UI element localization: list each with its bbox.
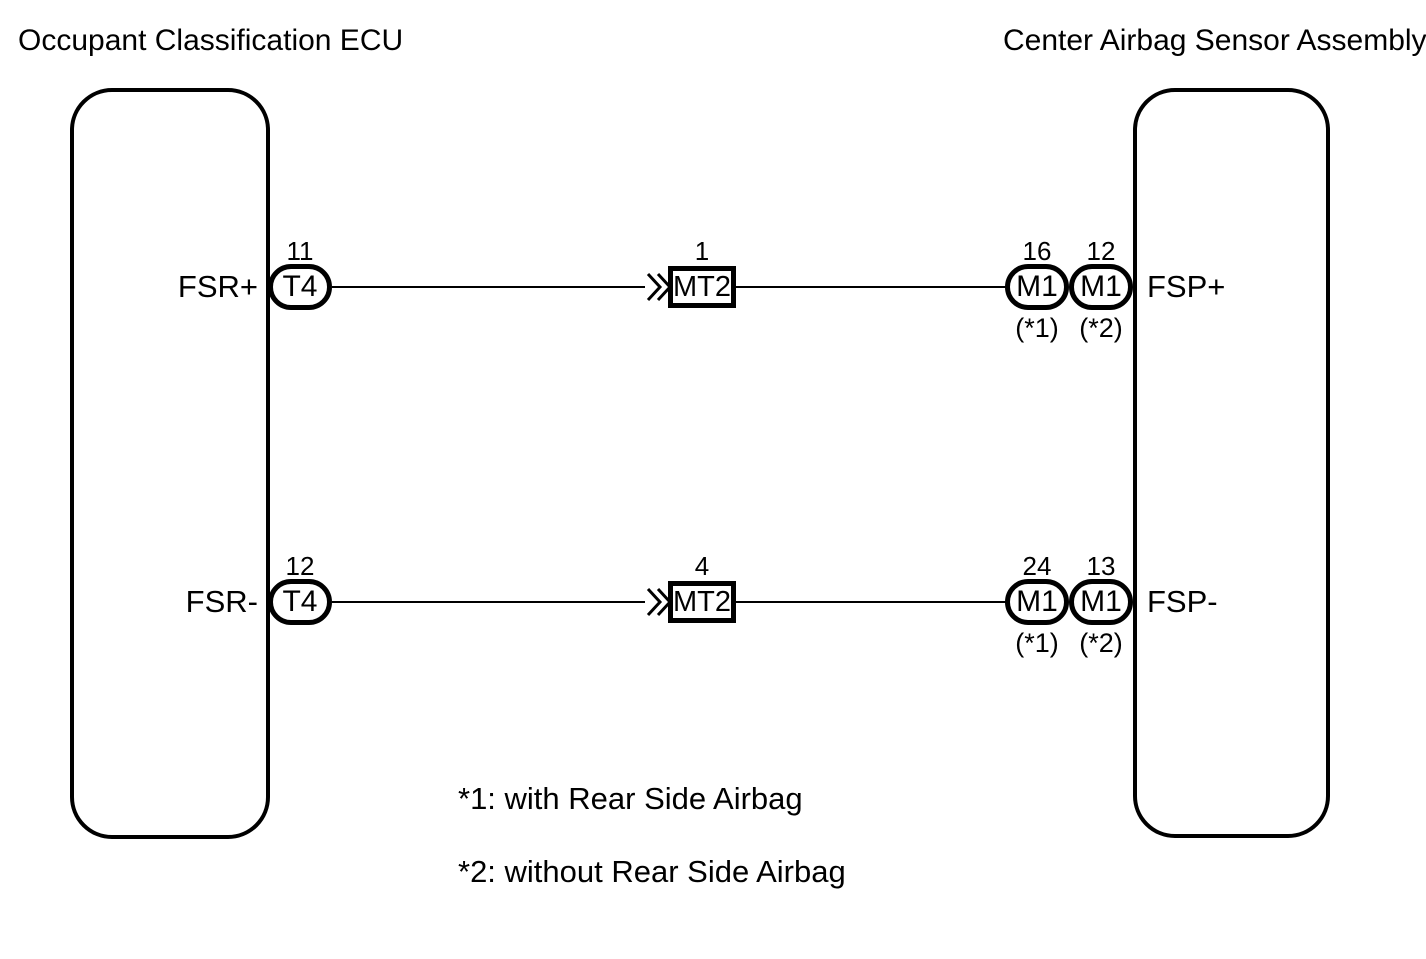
ecu-pin-label: FSR+ bbox=[177, 269, 258, 304]
ecu-pin-label: FSR- bbox=[185, 584, 258, 619]
connector-mt2: MT2 bbox=[668, 266, 736, 308]
wire-segment bbox=[736, 286, 1006, 288]
connector-mt2: MT2 bbox=[668, 581, 736, 623]
occupant-classification-ecu-box bbox=[70, 88, 270, 839]
connector-variant-note: (*2) bbox=[1079, 628, 1123, 658]
connector-m1-with-rear-side-airbag: M1 bbox=[1005, 264, 1069, 310]
connector-m1-with-rear-side-airbag: M1 bbox=[1005, 579, 1069, 625]
connector-variant-note: (*1) bbox=[1015, 313, 1059, 343]
connector-variant-note: (*2) bbox=[1079, 313, 1123, 343]
connector-pin-number: 13 bbox=[1086, 551, 1116, 581]
connector-pin-number: 11 bbox=[286, 236, 314, 266]
connector-t4: T4 bbox=[268, 264, 332, 310]
left-component-title: Occupant Classification ECU bbox=[18, 24, 404, 57]
sensor-pin-label: FSP+ bbox=[1147, 269, 1226, 304]
connector-m1-without-rear-side-airbag: M1 bbox=[1069, 264, 1133, 310]
wire-segment bbox=[332, 601, 645, 603]
center-airbag-sensor-assembly-box bbox=[1133, 88, 1330, 838]
connector-pin-number: 1 bbox=[694, 236, 710, 266]
connector-m1-without-rear-side-airbag: M1 bbox=[1069, 579, 1133, 625]
footnote-without-rear-side-airbag: *2: without Rear Side Airbag bbox=[458, 854, 846, 889]
connector-pin-number: 24 bbox=[1022, 551, 1052, 581]
connector-pin-number: 4 bbox=[694, 551, 710, 581]
connector-pin-number: 12 bbox=[285, 551, 315, 581]
footnote-with-rear-side-airbag: *1: with Rear Side Airbag bbox=[458, 781, 803, 816]
connector-variant-note: (*1) bbox=[1015, 628, 1059, 658]
wire-segment bbox=[736, 601, 1006, 603]
connector-t4: T4 bbox=[268, 579, 332, 625]
wire-segment bbox=[332, 286, 645, 288]
sensor-pin-label: FSP- bbox=[1147, 584, 1218, 619]
right-component-title: Center Airbag Sensor Assembly bbox=[1003, 24, 1426, 57]
connector-pin-number: 16 bbox=[1022, 236, 1052, 266]
connector-pin-number: 12 bbox=[1086, 236, 1116, 266]
